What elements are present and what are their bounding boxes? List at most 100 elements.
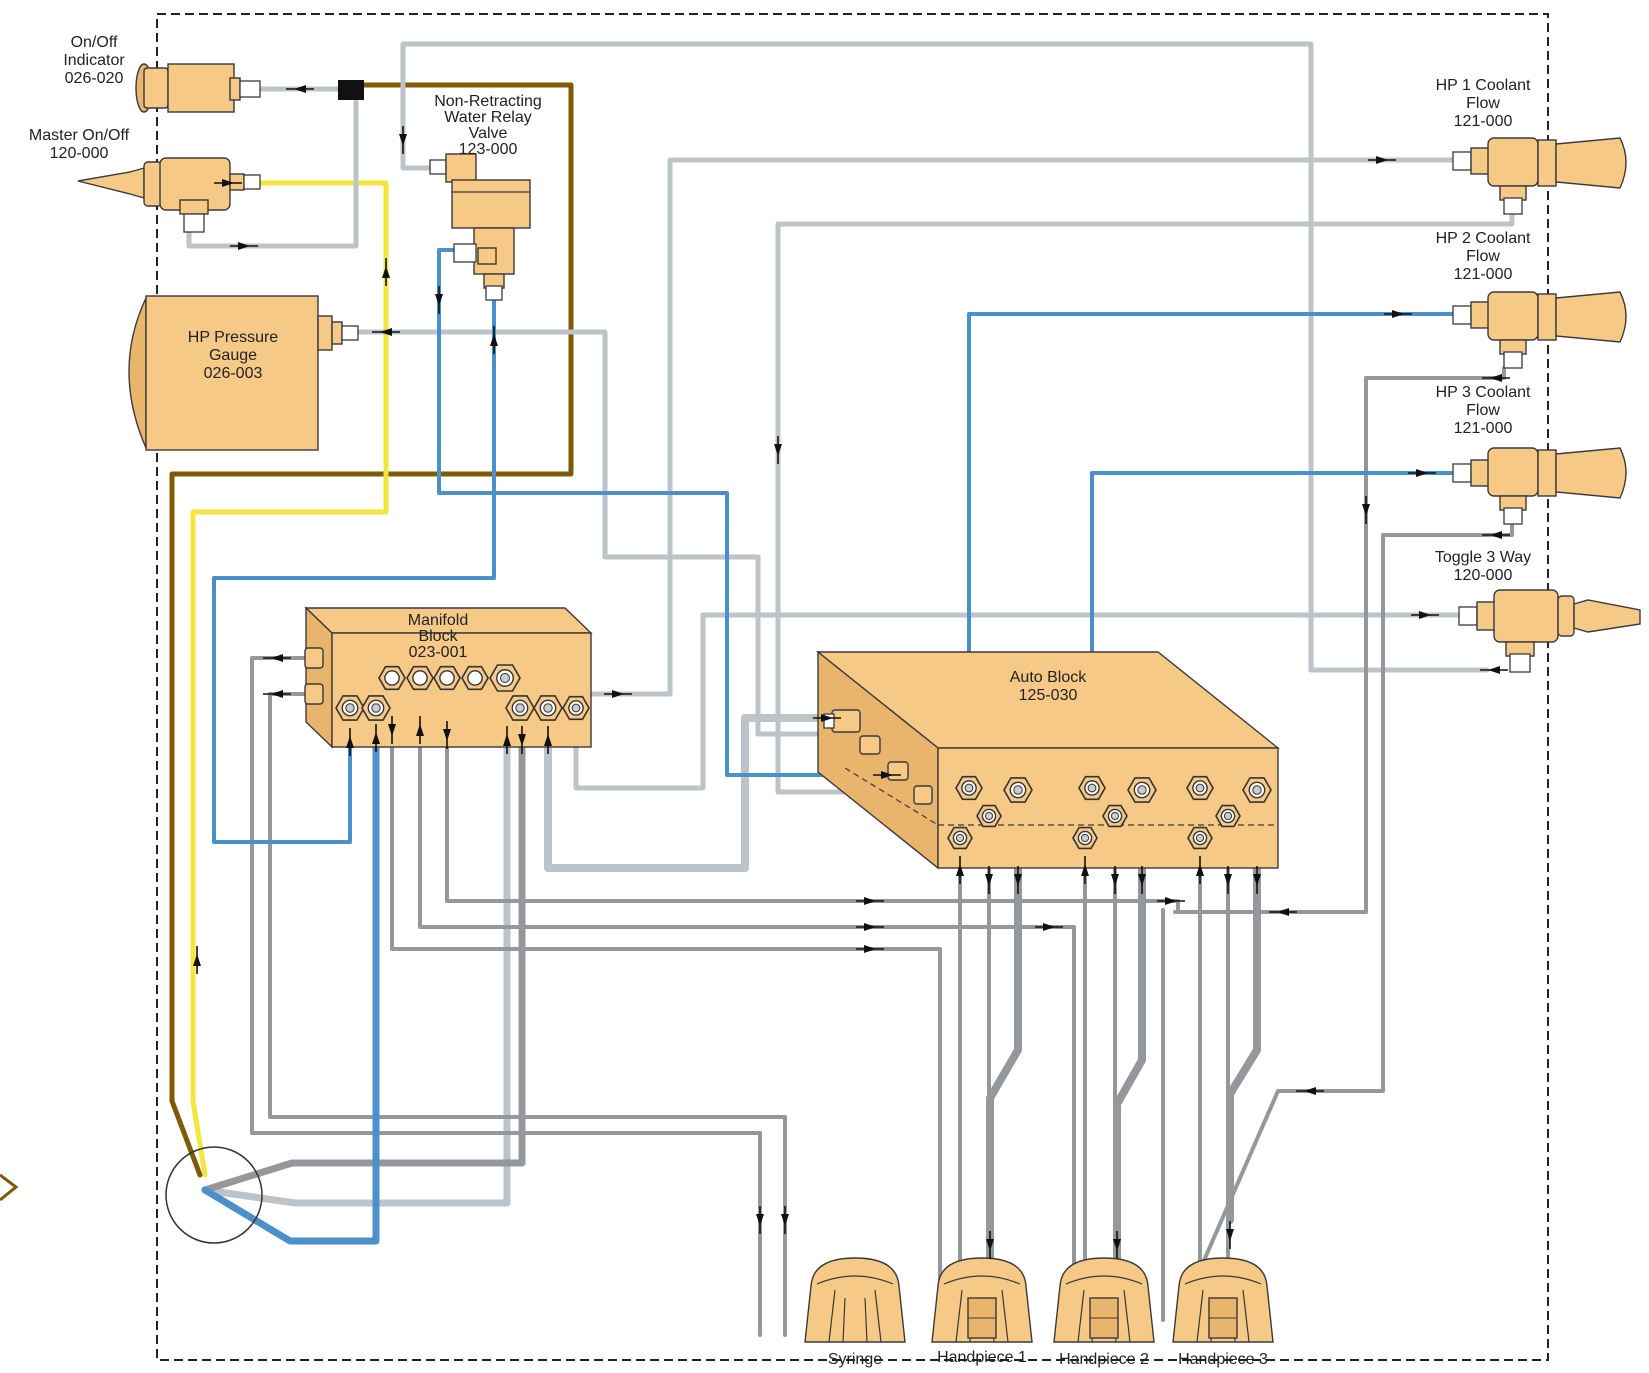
flow-arrow — [1269, 908, 1297, 916]
external-supply-stub — [0, 1173, 19, 1202]
flow-arrow — [435, 286, 443, 314]
handpiece2-holder — [1053, 1257, 1155, 1343]
hex-fitting — [1127, 777, 1157, 803]
hex-fitting — [976, 804, 1002, 828]
hp1-drive-main — [986, 786, 1022, 1274]
manifold-side-fitting — [304, 683, 324, 705]
flow-arrow — [1480, 666, 1508, 674]
hex-fitting — [1242, 777, 1272, 803]
flow-arrow — [856, 945, 884, 953]
manifold-label-line: 023-001 — [409, 644, 468, 661]
hp3-coolant-label-line: 121-000 — [1454, 420, 1513, 437]
yellow-supply-line — [190, 180, 389, 1178]
bottom-labels: Syringe Handpiece 1 Handpiece 2 Handpiec… — [828, 1349, 1268, 1368]
flow-arrow — [263, 654, 291, 662]
handpiece1-holder — [931, 1257, 1033, 1343]
auto-block-label-line: 125-030 — [1019, 687, 1078, 704]
flow-arrow — [230, 242, 258, 250]
auto-block-label-line: Auto Block — [1010, 669, 1087, 686]
flow-arrow — [756, 1206, 764, 1234]
handpiece1-label: Handpiece 1 — [937, 1349, 1027, 1366]
flow-arrow — [1196, 856, 1204, 884]
hex-fitting — [505, 695, 535, 721]
flow-arrow — [1226, 1221, 1234, 1249]
water-line-main-inlet — [201, 706, 380, 1245]
flow-arrow — [1408, 469, 1436, 477]
hex-fitting — [335, 695, 365, 721]
toggle-3way-label-line: 120-000 — [1454, 567, 1513, 584]
air-line-manifold-autoblock — [544, 701, 829, 872]
hex-fitting — [562, 695, 590, 721]
hp1-coolant-label-line: 121-000 — [1454, 113, 1513, 130]
relay-valve-component — [429, 153, 531, 301]
flow-arrow — [856, 923, 884, 931]
water-line-hp2 — [967, 312, 1455, 790]
pressure-gauge-component — [128, 295, 359, 451]
flow-arrows — [193, 85, 1510, 1259]
relay-valve-label-line: Valve — [469, 125, 508, 142]
hex-fitting — [489, 664, 521, 692]
manifold-fittings — [304, 647, 590, 721]
flow-arrow — [1224, 866, 1232, 894]
flow-arrow — [956, 856, 964, 884]
hex-fitting — [1072, 826, 1098, 850]
flow-arrow — [873, 771, 901, 779]
flow-arrow — [443, 721, 451, 749]
relay-valve-label-line: 123-000 — [459, 141, 518, 158]
air-line-toggle — [573, 612, 1462, 791]
manifold-label-line: Block — [418, 628, 458, 645]
flow-arrow — [1113, 1231, 1121, 1259]
hex-fitting — [533, 695, 563, 721]
flow-arrow — [1362, 496, 1370, 524]
flow-arrow — [416, 716, 424, 744]
toggle-3way-label-line: Toggle 3 Way — [1435, 549, 1531, 566]
flow-arrow — [1035, 923, 1063, 931]
master-onoff-label-line: 120-000 — [50, 145, 109, 162]
hp3-drive-main — [1226, 786, 1261, 1224]
water-line-relay — [437, 248, 888, 777]
syringe-label: Syringe — [828, 1351, 882, 1368]
flow-arrow — [985, 866, 993, 894]
hex-fitting — [461, 665, 489, 691]
auto-block-side-fittings — [823, 709, 933, 805]
brown-supply-line — [169, 82, 574, 1178]
hp2-drive-main — [1113, 786, 1146, 1269]
flow-arrow — [1384, 310, 1412, 318]
handpiece3-holder — [1172, 1257, 1274, 1343]
flow-arrow — [1138, 866, 1146, 894]
flow-arrow — [986, 1231, 994, 1259]
flow-arrow — [388, 716, 396, 744]
hex-fitting — [947, 826, 973, 850]
drive-line-hp3-return — [445, 676, 1180, 912]
manifold-label-line: Manifold — [408, 612, 468, 629]
hex-fitting — [1003, 777, 1033, 803]
hex-fitting — [406, 665, 434, 691]
flow-arrow — [263, 690, 291, 698]
drive-line-coolant-hp3 — [1173, 366, 1506, 914]
flow-arrow — [399, 126, 407, 154]
hex-fitting — [1215, 804, 1241, 828]
flow-arrow — [193, 946, 201, 974]
enclosure-boundary — [156, 13, 1549, 1361]
flow-arrow — [1411, 611, 1439, 619]
hex-fitting — [361, 695, 391, 721]
air-line-master — [186, 99, 359, 249]
toggle-3way-component — [1458, 589, 1641, 673]
flow-arrow — [1111, 866, 1119, 894]
drive-line-main-inlet — [201, 696, 526, 1194]
air-line-gauge — [353, 329, 825, 737]
master-onoff-component — [77, 157, 261, 233]
pressure-gauge-label-line: HP Pressure — [188, 329, 279, 346]
hp2-coolant-label-line: Flow — [1466, 248, 1500, 265]
air-line-top-loop — [400, 41, 1490, 673]
flow-arrow — [382, 258, 390, 286]
onoff-indicator-label-line: Indicator — [63, 52, 125, 69]
hex-fitting — [1102, 804, 1128, 828]
syringe-holder — [804, 1257, 906, 1343]
flow-arrow — [372, 724, 380, 752]
auto-block-fittings — [947, 775, 1272, 850]
